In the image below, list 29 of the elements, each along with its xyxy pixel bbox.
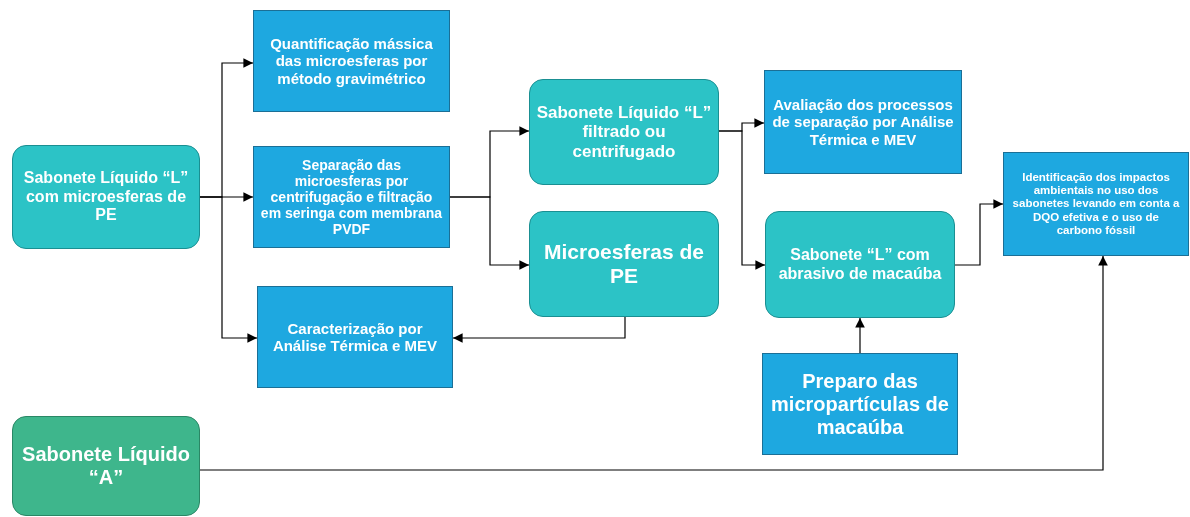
process-box [762, 353, 958, 455]
box-label: Sabonete Líquido “L” filtrado ou centrifugado [536, 102, 712, 162]
process-box [257, 286, 453, 388]
process-box [12, 416, 200, 516]
box-label: Sabonete Líquido “A” [21, 443, 191, 489]
box-label: Separação das microesferas por centrifugação e filtração em seringa com membrana PVDF [260, 156, 443, 238]
box-label: Sabonete “L” com abrasivo de macaúba [777, 246, 943, 283]
box-label: Quantificação mássica das microesferas por método gravimétrico [269, 35, 434, 87]
box-label: Preparo das micropartículas de macaúba [770, 369, 950, 439]
box-label: Microesferas de PE [543, 239, 705, 289]
arrow [452, 316, 626, 343]
arrow [449, 196, 530, 270]
process-box [764, 70, 962, 174]
process-box [253, 146, 450, 248]
arrow [718, 130, 766, 270]
process-box [529, 211, 719, 317]
arrow [199, 196, 258, 343]
box-label: Identificação dos impactos ambientais no uso dos sabonetes levando em conta a DQO efetiva e o uso de carbono fóssil [1011, 170, 1181, 238]
process-box [529, 79, 719, 185]
arrow [199, 255, 1108, 471]
box-label: Sabonete Líquido “L” com microesferas de PE [22, 169, 190, 225]
process-box [12, 145, 200, 249]
process-box [1003, 152, 1189, 256]
box-label: Avaliação dos processos de separação por Análise Térmica e MEV [771, 96, 955, 148]
arrow [855, 317, 865, 354]
process-box [765, 211, 955, 318]
box-label: Caracterização por Análise Térmica e MEV [271, 319, 439, 355]
arrow [954, 199, 1004, 266]
process-box [253, 10, 450, 112]
